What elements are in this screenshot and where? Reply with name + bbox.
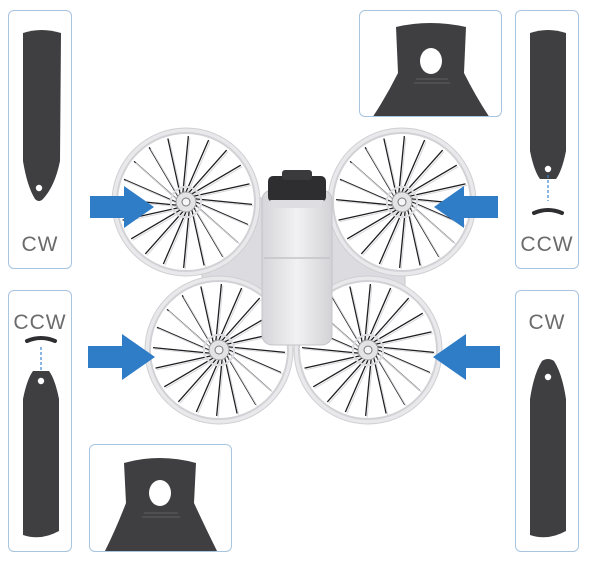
arrow-rear-right xyxy=(433,334,500,380)
propeller-hub-closeup-icon xyxy=(373,23,489,116)
propeller-blade-ccw-icon xyxy=(530,30,566,215)
panel-hub-detail-top xyxy=(359,10,502,117)
panel-bottom-right: CW xyxy=(515,290,579,552)
rotation-label: CCW xyxy=(520,233,574,256)
rotor-front-left xyxy=(111,127,261,277)
propeller-blade-cw-icon xyxy=(530,359,566,538)
panel-top-right: CCW xyxy=(515,10,579,269)
propeller-hub-closeup-icon xyxy=(104,458,218,551)
drone-body xyxy=(261,170,333,346)
arrow-rear-left xyxy=(88,334,155,380)
panel-top-left: CW xyxy=(8,10,72,269)
panel-hub-detail-bottom xyxy=(89,444,232,552)
rotation-label: CW xyxy=(21,233,59,256)
rotor-front-right xyxy=(327,127,477,277)
propeller-blade-cw-icon xyxy=(23,30,61,201)
propeller-blade-ccw-icon xyxy=(23,336,59,538)
arrow-front-left xyxy=(90,186,154,228)
arrow-front-right xyxy=(434,186,498,228)
panel-bottom-left: CCW xyxy=(8,290,72,552)
rotation-label: CCW xyxy=(13,311,67,334)
rotation-label: CW xyxy=(528,311,566,334)
rotor-rear-left xyxy=(144,275,294,425)
